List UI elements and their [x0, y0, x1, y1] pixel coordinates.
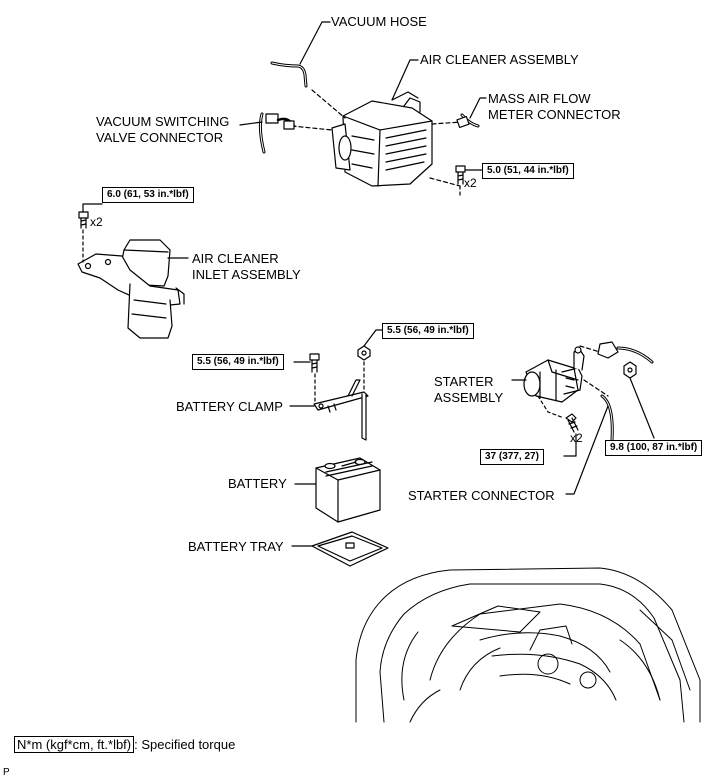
legend-text: : Specified torque [134, 737, 236, 752]
vehicle-front-locator [355, 567, 701, 723]
air-cleaner-assembly-label: AIR CLEANER ASSEMBLY [420, 52, 579, 67]
torque-box-starter-nut: 9.8 (100, 87 in.*lbf) [605, 440, 703, 456]
legend-unit-box: N*m (kgf*cm, ft.*lbf) [14, 736, 135, 753]
battery-label: BATTERY [228, 476, 287, 491]
vacuum-hose-label: VACUUM HOSE [331, 14, 427, 29]
starter-nut-part [623, 361, 637, 379]
torque-box-inlet-bolt: 6.0 (61, 53 in.*lbf) [102, 187, 194, 203]
torque-box-clamp-nut-top: 5.5 (56, 49 in.*lbf) [382, 323, 474, 339]
qty-air-cleaner-bolt: x2 [464, 176, 477, 190]
clamp-nut-top-part [357, 345, 371, 361]
starter-bolt-part [565, 413, 579, 433]
battery-tray-part [311, 531, 389, 567]
battery-clamp-part [313, 379, 369, 441]
torque-box-starter-bolt: 37 (377, 27) [480, 449, 544, 465]
starter-assembly-part [523, 346, 585, 403]
maf-leader [469, 97, 487, 119]
clamp-bolt-left-part [309, 353, 320, 373]
air-cleaner-leader [391, 59, 419, 101]
starter-connector-label: STARTER CONNECTOR [408, 488, 555, 503]
starter-connector-leader [565, 405, 609, 495]
torque-legend: N*m (kgf*cm, ft.*lbf): Specified torque [14, 736, 236, 753]
corner-mark: P [3, 767, 10, 778]
air-cleaner-bolt-part [455, 165, 466, 185]
vsv-connector-part [258, 112, 296, 154]
maf-connector-label-line2: METER CONNECTOR [488, 107, 621, 122]
starter-assembly-label-line1: STARTER [434, 374, 494, 389]
vsv-leader [239, 121, 263, 126]
starter-assembly-label-line2: ASSEMBLY [434, 390, 504, 405]
qty-starter-bolt: x2 [570, 431, 583, 445]
vacuum-hose-leader [299, 21, 331, 65]
vacuum-hose-part [270, 61, 308, 88]
inlet-bolt-part [78, 211, 89, 229]
maf-connector-label-line1: MASS AIR FLOW [488, 91, 591, 106]
vsv-connector-label-line1: VACUUM SWITCHING [96, 114, 230, 129]
maf-connector-part [456, 113, 480, 129]
battery-clamp-label: BATTERY CLAMP [176, 399, 283, 414]
battery-part [315, 457, 381, 523]
starter-wire-part [597, 341, 654, 442]
torque-box-air-cleaner-bolt: 5.0 (51, 44 in.*lbf) [482, 163, 574, 179]
air-cleaner-assembly-part [331, 91, 433, 187]
air-cleaner-inlet-label-line2: INLET ASSEMBLY [192, 267, 301, 282]
torque-box-clamp-bolt-left: 5.5 (56, 49 in.*lbf) [192, 354, 284, 370]
air-cleaner-inlet-part [77, 239, 185, 339]
air-cleaner-inlet-label-line1: AIR CLEANER [192, 251, 279, 266]
battery-tray-label: BATTERY TRAY [188, 539, 284, 554]
vsv-connector-label-line2: VALVE CONNECTOR [96, 130, 224, 145]
qty-inlet-bolt: x2 [90, 215, 103, 229]
